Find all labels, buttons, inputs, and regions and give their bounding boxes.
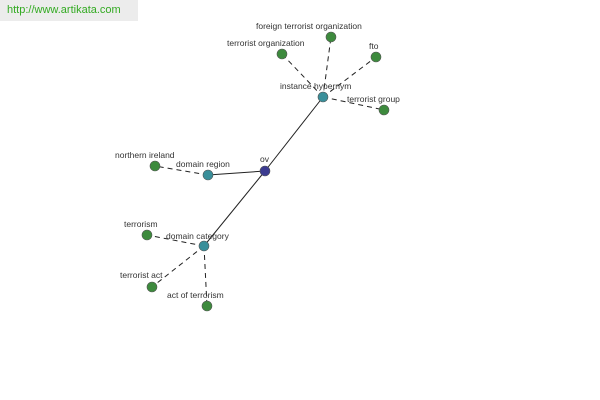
node-act-of-terrorism[interactable] xyxy=(201,300,213,312)
node-root[interactable] xyxy=(259,165,271,177)
labels-layer: ov instance hypernym foreign terrorist o… xyxy=(115,21,400,300)
node-label-instance-hypernym: instance hypernym xyxy=(280,81,351,91)
node-label-foreign-terrorist-organization: foreign terrorist organization xyxy=(256,21,362,31)
edge-instance-hypernym-foreign-terrorist-organization xyxy=(322,36,332,98)
node-label-terrorism: terrorism xyxy=(124,219,158,229)
edges-layer xyxy=(146,36,385,307)
nodes-layer xyxy=(141,31,390,312)
node-instance-hypernym[interactable] xyxy=(317,91,329,103)
edge-root-domain-category xyxy=(203,170,266,247)
node-terrorist-organization[interactable] xyxy=(276,48,288,60)
node-label-terrorist-act: terrorist act xyxy=(120,270,163,280)
edge-domain-category-terrorism xyxy=(146,234,205,247)
edge-instance-hypernym-terrorist-organization xyxy=(281,53,324,98)
node-domain-region[interactable] xyxy=(202,169,214,181)
node-label-act-of-terrorism: act of terrorism xyxy=(167,290,224,300)
node-label-domain-category: domain category xyxy=(166,231,230,241)
edge-instance-hypernym-terrorist-group xyxy=(322,96,385,111)
watermark-url[interactable]: http://www.artikata.com xyxy=(0,0,138,21)
node-terrorism[interactable] xyxy=(141,229,153,241)
node-northern-ireland[interactable] xyxy=(149,160,161,172)
edge-root-domain-region xyxy=(207,170,266,176)
edge-instance-hypernym-fto xyxy=(322,56,377,98)
edge-domain-category-act-of-terrorism xyxy=(203,245,208,307)
node-terrorist-group[interactable] xyxy=(378,104,390,116)
node-label-terrorist-organization: terrorist organization xyxy=(227,38,305,48)
node-label-domain-region: domain region xyxy=(176,159,230,169)
node-label-northern-ireland: northern ireland xyxy=(115,150,175,160)
edge-domain-category-terrorist-act xyxy=(151,245,205,288)
node-label-root: ov xyxy=(260,154,270,164)
node-label-fto: fto xyxy=(369,41,379,51)
node-label-terrorist-group: terrorist group xyxy=(347,94,400,104)
node-domain-category[interactable] xyxy=(198,240,210,252)
edge-root-instance-hypernym xyxy=(264,96,324,172)
node-fto[interactable] xyxy=(370,51,382,63)
node-terrorist-act[interactable] xyxy=(146,281,158,293)
node-foreign-terrorist-organization[interactable] xyxy=(325,31,337,43)
